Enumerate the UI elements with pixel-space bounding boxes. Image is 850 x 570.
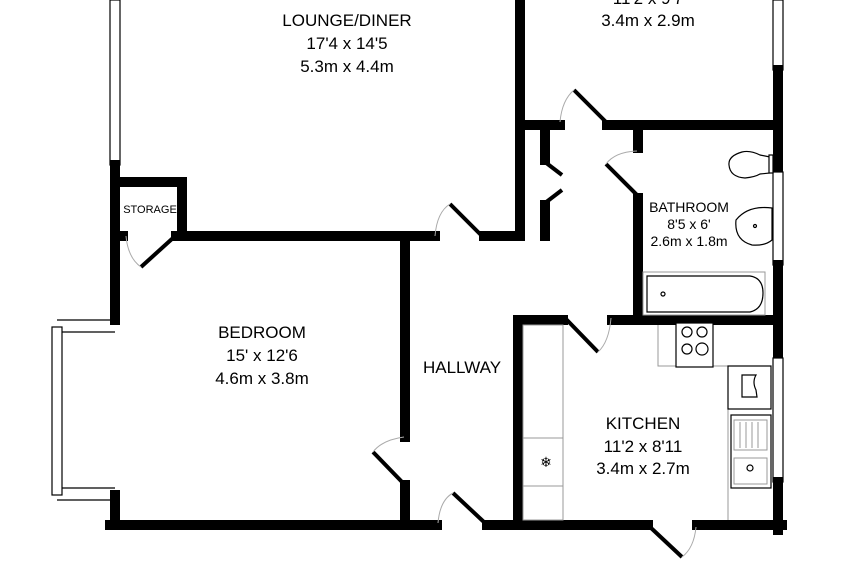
bathroom-window xyxy=(772,171,784,266)
bathroom-door[interactable] xyxy=(604,150,640,198)
bath-icon xyxy=(642,271,766,316)
top-room-imperial: 11'2 x 9'7 xyxy=(613,0,683,8)
lounge-window xyxy=(109,0,121,166)
washing-machine-icon xyxy=(727,365,772,410)
lounge-metric: 5.3m x 4.4m xyxy=(300,57,394,76)
freezer-icon: ❄ xyxy=(540,454,552,470)
bathroom-imperial: 8'5 x 6' xyxy=(667,216,710,232)
closet-door[interactable] xyxy=(543,160,564,205)
storage-name: STORAGE xyxy=(123,204,177,216)
lounge-imperial: 17'4 x 14'5 xyxy=(306,34,387,53)
room-labels: LOUNGE/DINER 17'4 x 14'5 5.3m x 4.4m 11'… xyxy=(123,0,729,478)
window xyxy=(772,0,784,71)
kitchen-window xyxy=(772,357,784,483)
entrance-door[interactable] xyxy=(437,491,487,525)
bedroom-window xyxy=(51,326,63,496)
top-room-metric: 3.4m x 2.9m xyxy=(601,11,695,30)
kitchen-door[interactable] xyxy=(563,316,612,354)
bedroom-imperial: 15' x 12'6 xyxy=(226,346,298,365)
kitchen-name: KITCHEN xyxy=(606,414,681,433)
bedroom-name: BEDROOM xyxy=(218,323,306,342)
bathroom-metric: 2.6m x 1.8m xyxy=(650,233,727,249)
kitchen-metric: 3.4m x 2.7m xyxy=(596,459,690,478)
bedroom-metric: 4.6m x 3.8m xyxy=(215,369,309,388)
kitchen-back-door[interactable] xyxy=(648,525,697,559)
basin-icon xyxy=(735,206,773,246)
top-room-door[interactable] xyxy=(559,88,609,125)
hob-icon xyxy=(675,322,714,368)
hallway-name: HALLWAY xyxy=(423,358,501,377)
lounge-name: LOUNGE/DINER xyxy=(282,11,411,30)
storage-door[interactable] xyxy=(125,235,175,269)
walls xyxy=(51,0,787,535)
kitchen-imperial: 11'2 x 8'11 xyxy=(604,437,683,456)
lounge-door[interactable] xyxy=(434,202,484,238)
bedroom-door[interactable] xyxy=(371,436,406,486)
toilet-icon xyxy=(728,150,774,179)
doors xyxy=(125,88,697,559)
fixtures: ❄ xyxy=(522,150,774,521)
sink-icon xyxy=(730,414,772,489)
bathroom-name: BATHROOM xyxy=(649,199,729,215)
